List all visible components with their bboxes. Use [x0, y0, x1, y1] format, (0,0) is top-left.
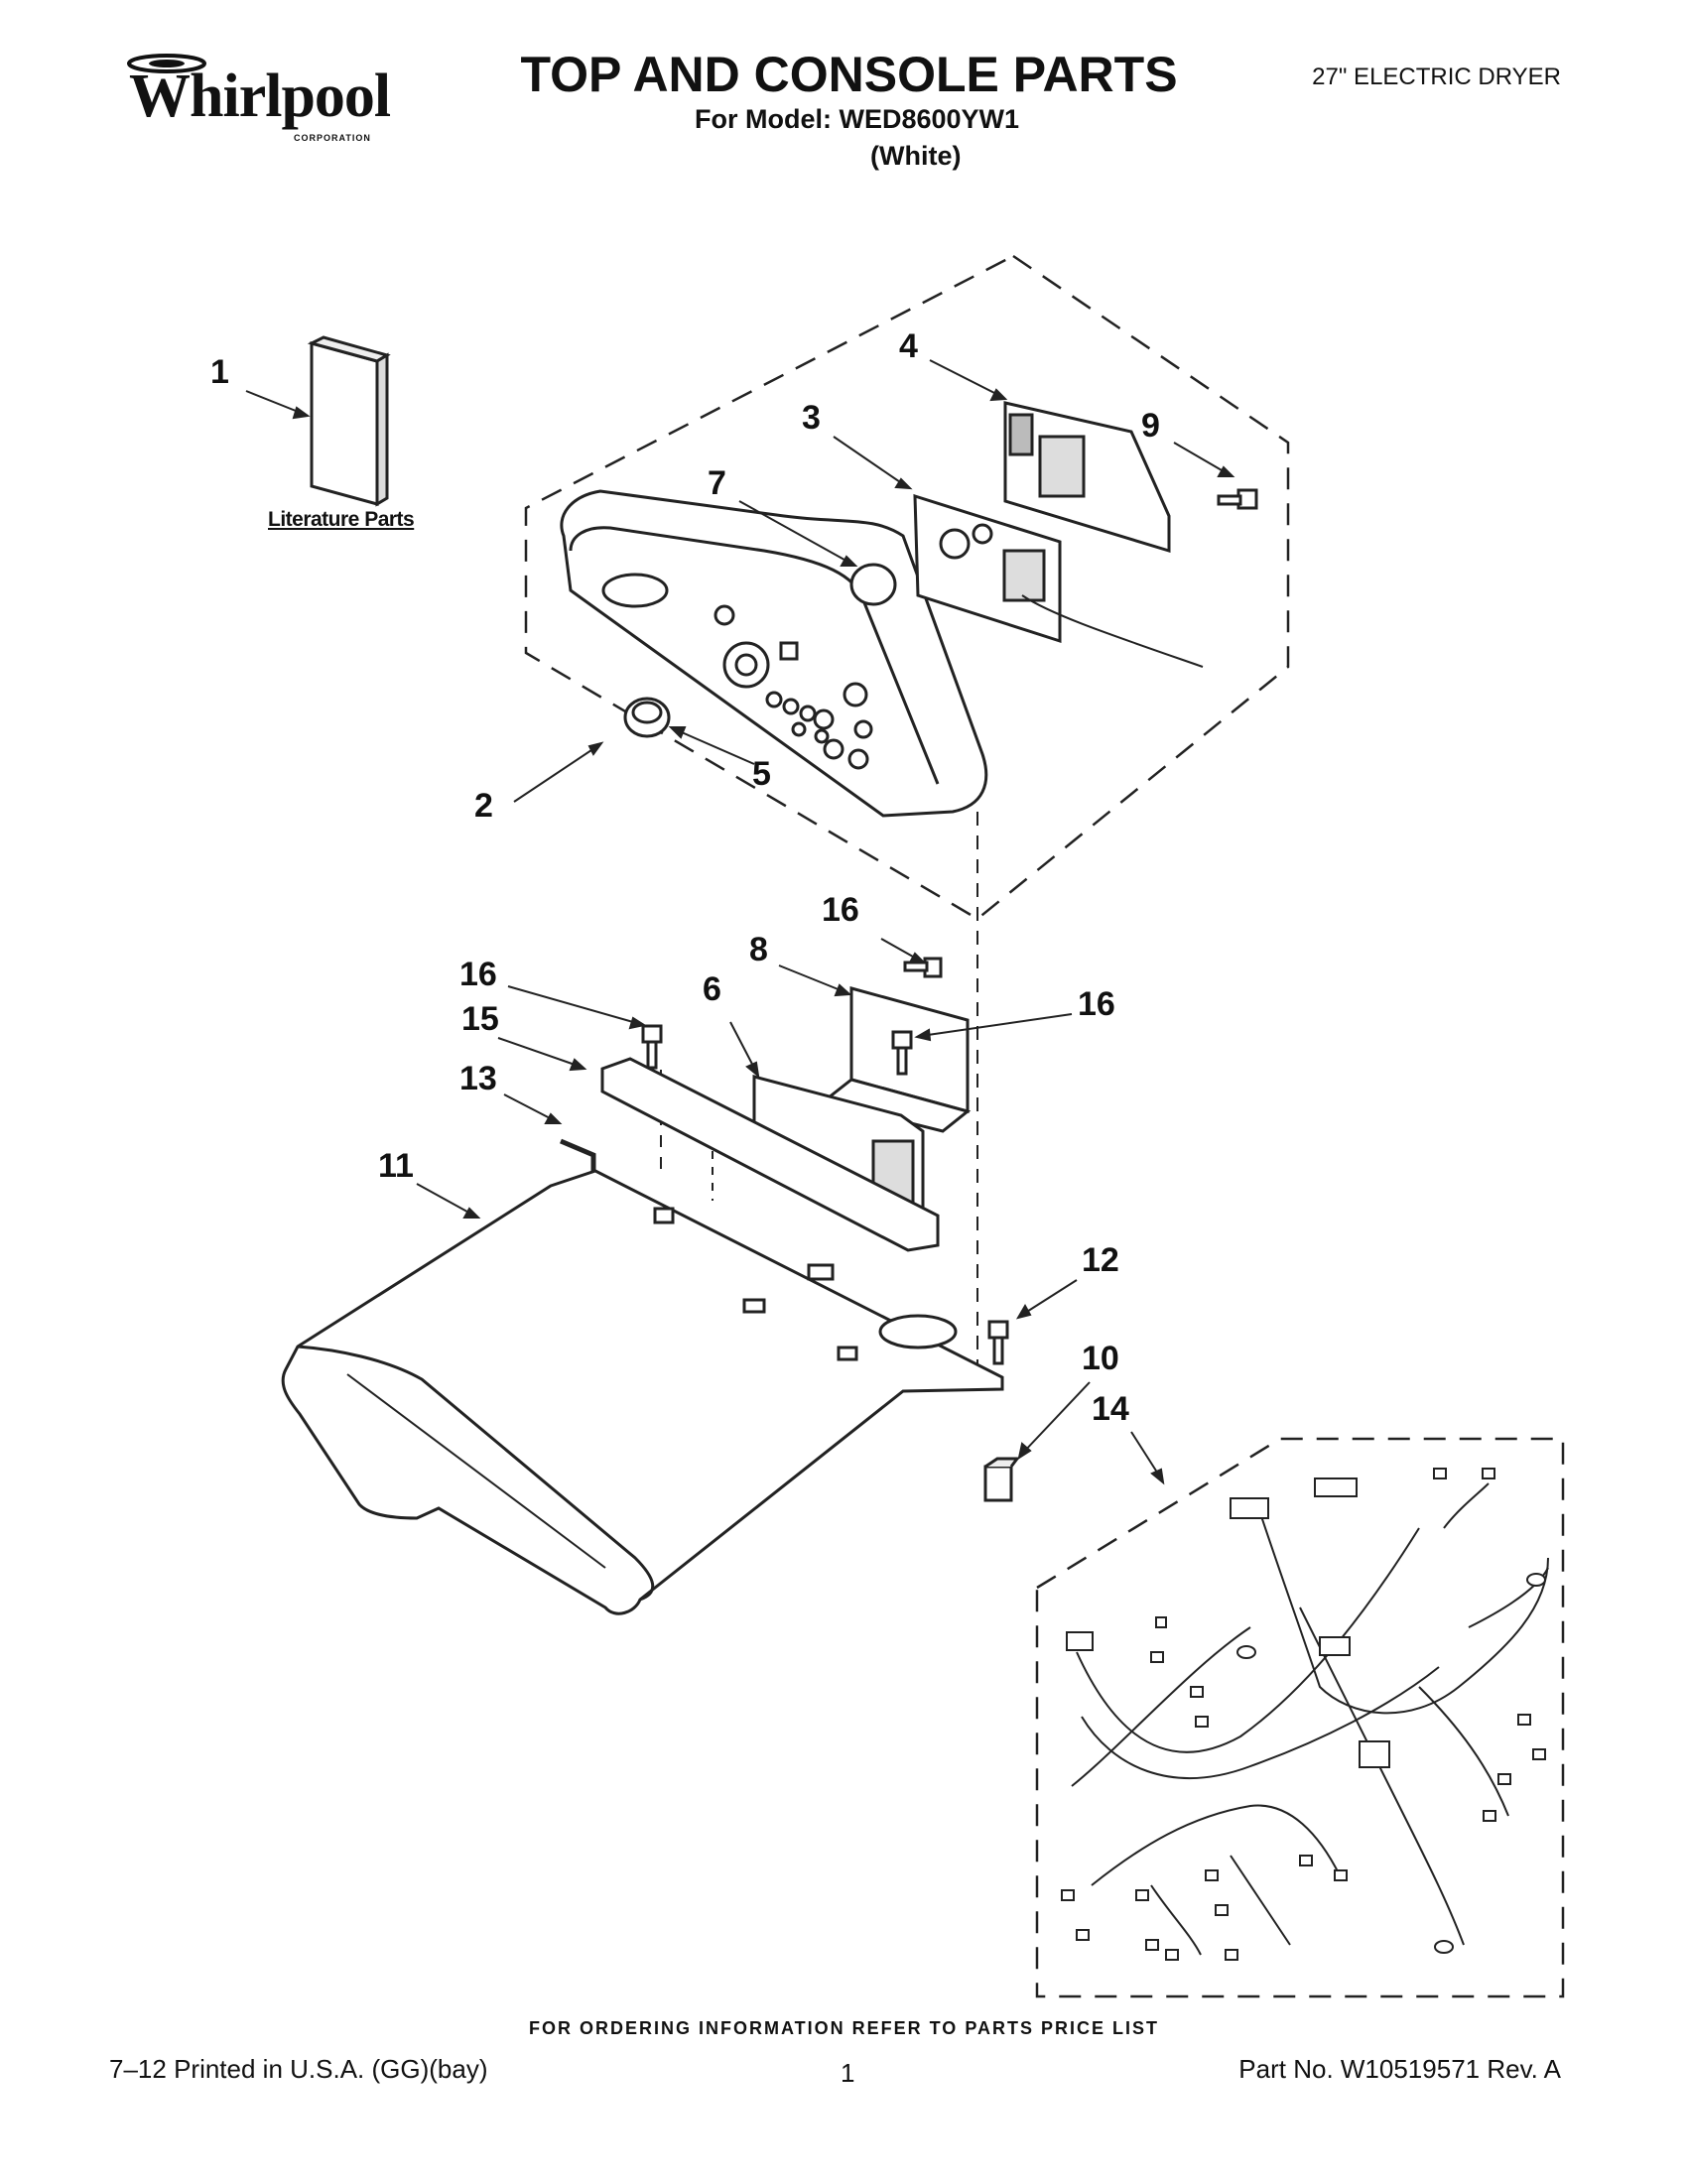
part-number: Part No. W10519571 Rev. A — [1238, 2054, 1561, 2084]
wire-harness — [1071, 1482, 1549, 1956]
screw-16-upper — [903, 957, 943, 978]
callout-12: 12 — [1082, 1241, 1119, 1279]
callout-3: 3 — [802, 399, 821, 437]
callout-15: 15 — [461, 1000, 499, 1038]
screw-16-right — [891, 1030, 913, 1076]
callout-4: 4 — [899, 327, 918, 365]
screw-16-left — [641, 1024, 663, 1070]
mounting-bracket — [820, 986, 972, 1133]
callout-10: 10 — [1082, 1340, 1119, 1377]
literature-parts-label: Literature Parts — [268, 508, 415, 531]
logo-swoosh-icon — [127, 54, 206, 73]
harness-connectors — [1061, 1468, 1546, 1961]
callout-16-left: 16 — [459, 956, 497, 993]
control-knob — [623, 697, 671, 738]
page-title: TOP AND CONSOLE PARTS — [520, 47, 1178, 102]
ui-housing — [1003, 401, 1171, 554]
callout-11: 11 — [378, 1147, 414, 1185]
callout-16-upper: 16 — [822, 891, 859, 929]
callout-14: 14 — [1092, 1390, 1129, 1428]
literature-booklet-icon — [307, 335, 391, 507]
callout-1: 1 — [210, 353, 229, 391]
callout-2: 2 — [474, 787, 493, 825]
callout-8: 8 — [749, 931, 768, 968]
dryer-top-panel — [281, 1169, 1004, 1615]
page-number: 1 — [841, 2058, 855, 2088]
model-line: For Model: WED8600YW1 — [695, 104, 1020, 134]
product-type: 27" ELECTRIC DRYER — [1312, 64, 1561, 90]
callout-13: 13 — [459, 1060, 497, 1097]
screw-12 — [987, 1320, 1009, 1365]
callout-6: 6 — [703, 970, 721, 1008]
color-line: (White) — [870, 141, 962, 171]
callout-9: 9 — [1141, 407, 1160, 445]
ordering-note: FOR ORDERING INFORMATION REFER TO PARTS … — [528, 2018, 1159, 2038]
callout-arrows — [245, 359, 1235, 1485]
retaining-clip — [983, 1457, 1020, 1502]
brand-logo: Whirlpool — [129, 63, 391, 130]
console-assembly-boundary — [524, 254, 1290, 921]
callout-7: 7 — [708, 464, 726, 502]
knob-gasket-disc — [849, 563, 897, 606]
callout-16-right: 16 — [1078, 985, 1115, 1023]
control-board — [913, 493, 1204, 668]
brand-logo-sub: CORPORATION — [294, 133, 371, 143]
wire-harness-boundary — [1035, 1437, 1565, 1998]
print-info: 7–12 Printed in U.S.A. (GG)(bay) — [109, 2054, 488, 2084]
screw-9 — [1217, 488, 1258, 510]
callout-5: 5 — [752, 755, 771, 793]
console-mount-strip — [600, 1057, 940, 1252]
